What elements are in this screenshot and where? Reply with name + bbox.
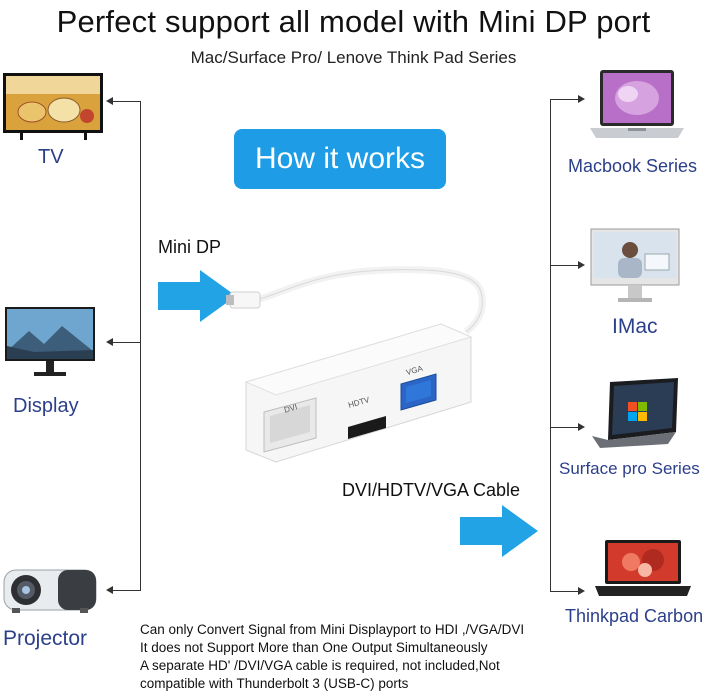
- arrow-imac: [578, 261, 585, 269]
- arrow-tv: [106, 97, 113, 105]
- page-title: Perfect support all model with Mini DP p…: [56, 4, 651, 39]
- arrow-surface: [578, 423, 585, 431]
- macbook-label: Macbook Series: [568, 156, 698, 176]
- note-line-2: It does not Support More than One Output…: [140, 640, 488, 655]
- projector-label: Projector: [3, 627, 88, 650]
- right-connector-imac: [550, 265, 578, 266]
- thinkpad-icon: [593, 538, 693, 605]
- projector-icon: [2, 564, 100, 621]
- imac-label: IMac: [612, 315, 658, 338]
- note-line-4: compatible with Thunderbolt 3 (USB-C) po…: [140, 676, 409, 691]
- note-line-1: Can only Convert Signal from Mini Displa…: [140, 622, 525, 637]
- right-connector-surface: [550, 427, 578, 428]
- adapter-illustration: [226, 262, 496, 477]
- thinkpad-label: Thinkpad Carbon: [565, 606, 704, 626]
- left-connector-display: [112, 342, 141, 343]
- how-it-works-banner: How it works: [234, 129, 446, 189]
- left-connector-projector: [112, 590, 141, 591]
- imac-icon: [590, 228, 680, 311]
- right-connector-thinkpad: [550, 591, 578, 592]
- tv-label: TV: [38, 146, 64, 168]
- arrow-macbook: [578, 95, 585, 103]
- left-connector-tv: [112, 101, 141, 102]
- output-cable-label: DVI/HDTV/VGA Cable: [342, 480, 521, 500]
- right-connector-macbook: [550, 99, 578, 100]
- display-label: Display: [13, 395, 79, 417]
- input-arrow-icon: [158, 270, 238, 327]
- output-arrow-icon: [460, 505, 540, 562]
- surface-icon: [588, 378, 682, 455]
- surface-label: Surface pro Series: [559, 459, 700, 478]
- arrow-thinkpad: [578, 587, 585, 595]
- page-subtitle: Mac/Surface Pro/ Lenove Think Pad Series: [190, 48, 517, 67]
- tv-icon: [2, 72, 106, 147]
- mini-dp-label: Mini DP: [158, 237, 222, 257]
- macbook-icon: [588, 68, 686, 151]
- left-bracket-vertical: [140, 101, 141, 591]
- monitor-icon: [4, 306, 98, 385]
- arrow-projector: [106, 586, 113, 594]
- arrow-display: [106, 338, 113, 346]
- right-bracket-vertical: [550, 99, 551, 592]
- note-line-3: A separate HD' /DVI/VGA cable is require…: [140, 658, 500, 673]
